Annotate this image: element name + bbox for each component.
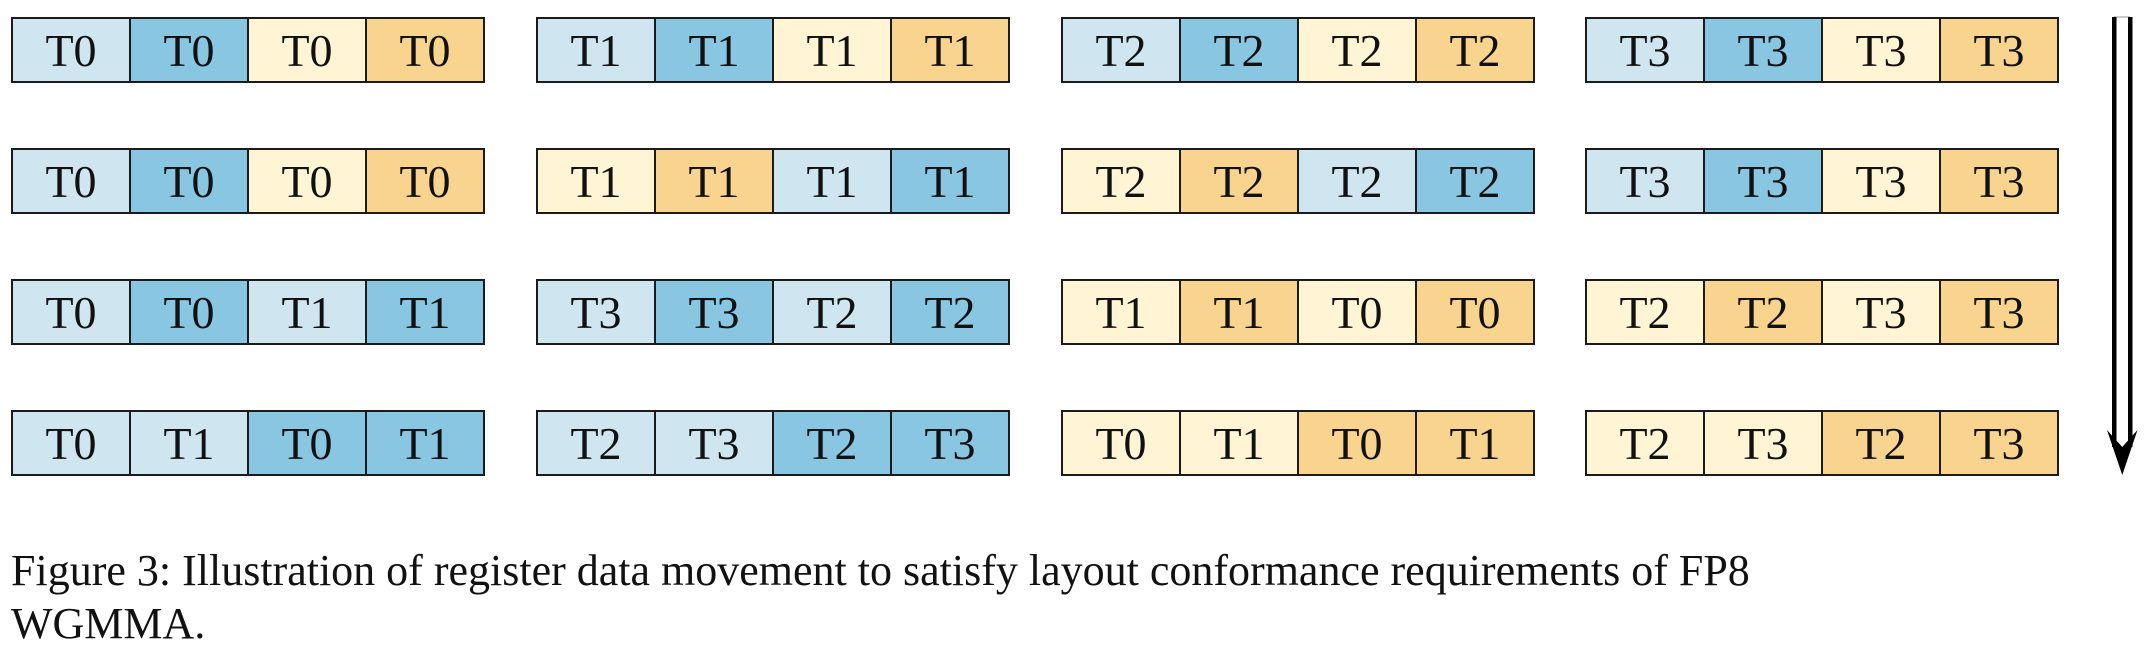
register-cell: T3 — [1703, 19, 1821, 81]
caption-line-2: WGMMA. — [11, 599, 206, 648]
register-cell: T0 — [1297, 281, 1415, 343]
register-cell: T2 — [1415, 19, 1533, 81]
register-cell: T2 — [890, 281, 1008, 343]
register-cell: T0 — [13, 281, 129, 343]
register-cell: T3 — [890, 412, 1008, 474]
register-cell: T1 — [1415, 412, 1533, 474]
register-cell: T1 — [365, 281, 483, 343]
register-cell: T0 — [13, 412, 129, 474]
register-block-r2-b4: T3 T3 T3 T3 — [1585, 148, 2059, 214]
caption-line-1: Figure 3: Illustration of register data … — [11, 546, 1750, 595]
register-cell: T2 — [1063, 150, 1179, 212]
register-cell: T2 — [1179, 19, 1297, 81]
register-cell: T0 — [247, 150, 365, 212]
register-cell: T3 — [1587, 19, 1703, 81]
register-block-r1-t3: T3 T3 T3 T3 — [1585, 17, 2059, 83]
register-cell: T3 — [1821, 19, 1939, 81]
register-cell: T0 — [247, 412, 365, 474]
register-cell: T2 — [1587, 412, 1703, 474]
register-block-r3-b4: T2 T2 T3 T3 — [1585, 279, 2059, 345]
register-cell: T2 — [1063, 19, 1179, 81]
register-cell: T2 — [772, 281, 890, 343]
register-block-r4-b1: T0 T1 T0 T1 — [11, 410, 485, 476]
register-cell: T1 — [654, 150, 772, 212]
register-cell: T1 — [129, 412, 247, 474]
register-cell: T1 — [890, 19, 1008, 81]
register-cell: T1 — [365, 412, 483, 474]
register-block-r2-b3: T2 T2 T2 T2 — [1061, 148, 1535, 214]
register-block-r1-t0: T0 T0 T0 T0 — [11, 17, 485, 83]
register-cell: T1 — [538, 19, 654, 81]
register-cell: T2 — [1821, 412, 1939, 474]
register-cell: T2 — [538, 412, 654, 474]
register-cell: T0 — [129, 150, 247, 212]
register-cell: T2 — [1703, 281, 1821, 343]
register-cell: T3 — [1703, 412, 1821, 474]
register-cell: T0 — [365, 19, 483, 81]
register-block-r3-b2: T3 T3 T2 T2 — [536, 279, 1010, 345]
register-block-r1-t1: T1 T1 T1 T1 — [536, 17, 1010, 83]
register-movement-figure: T0 T0 T0 T0 T1 T1 T1 T1 T2 T2 T2 T2 T3 T… — [11, 16, 2138, 476]
register-cell: T0 — [13, 19, 129, 81]
register-cell: T2 — [1179, 150, 1297, 212]
register-cell: T3 — [1703, 150, 1821, 212]
register-cell: T1 — [772, 19, 890, 81]
register-cell: T0 — [365, 150, 483, 212]
register-cell: T1 — [1179, 412, 1297, 474]
register-cell: T1 — [1063, 281, 1179, 343]
register-cell: T2 — [1415, 150, 1533, 212]
register-cell: T3 — [654, 412, 772, 474]
register-cell: T2 — [772, 412, 890, 474]
register-cell: T0 — [13, 150, 129, 212]
register-block-r2-b2: T1 T1 T1 T1 — [536, 148, 1010, 214]
register-block-r4-b2: T2 T3 T2 T3 — [536, 410, 1010, 476]
register-cell: T3 — [1939, 281, 2057, 343]
register-cell: T0 — [129, 281, 247, 343]
register-cell: T1 — [772, 150, 890, 212]
register-cell: T1 — [1179, 281, 1297, 343]
register-cell: T3 — [1587, 150, 1703, 212]
register-cell: T1 — [247, 281, 365, 343]
register-cell: T1 — [538, 150, 654, 212]
register-cell: T3 — [654, 281, 772, 343]
register-cell: T2 — [1297, 150, 1415, 212]
register-cell: T0 — [129, 19, 247, 81]
register-cell: T2 — [1587, 281, 1703, 343]
register-block-r1-t2: T2 T2 T2 T2 — [1061, 17, 1535, 83]
register-cell: T3 — [1821, 150, 1939, 212]
register-cell: T3 — [1821, 281, 1939, 343]
register-block-r2-b1: T0 T0 T0 T0 — [11, 148, 485, 214]
register-cell: T0 — [1297, 412, 1415, 474]
register-cell: T3 — [1939, 150, 2057, 212]
register-block-r4-b4: T2 T3 T2 T3 — [1585, 410, 2059, 476]
double-line-down-arrow-icon — [2107, 16, 2138, 475]
register-cell: T0 — [1063, 412, 1179, 474]
register-cell: T0 — [1415, 281, 1533, 343]
register-cell: T2 — [1297, 19, 1415, 81]
register-cell: T3 — [1939, 19, 2057, 81]
register-cell: T0 — [247, 19, 365, 81]
register-block-r3-b3: T1 T1 T0 T0 — [1061, 279, 1535, 345]
register-cell: T3 — [1939, 412, 2057, 474]
register-cell: T1 — [890, 150, 1008, 212]
register-block-r4-b3: T0 T1 T0 T1 — [1061, 410, 1535, 476]
figure-caption: Figure 3: Illustration of register data … — [11, 544, 2011, 650]
register-cell: T3 — [538, 281, 654, 343]
register-block-r3-b1: T0 T0 T1 T1 — [11, 279, 485, 345]
register-cell: T1 — [654, 19, 772, 81]
